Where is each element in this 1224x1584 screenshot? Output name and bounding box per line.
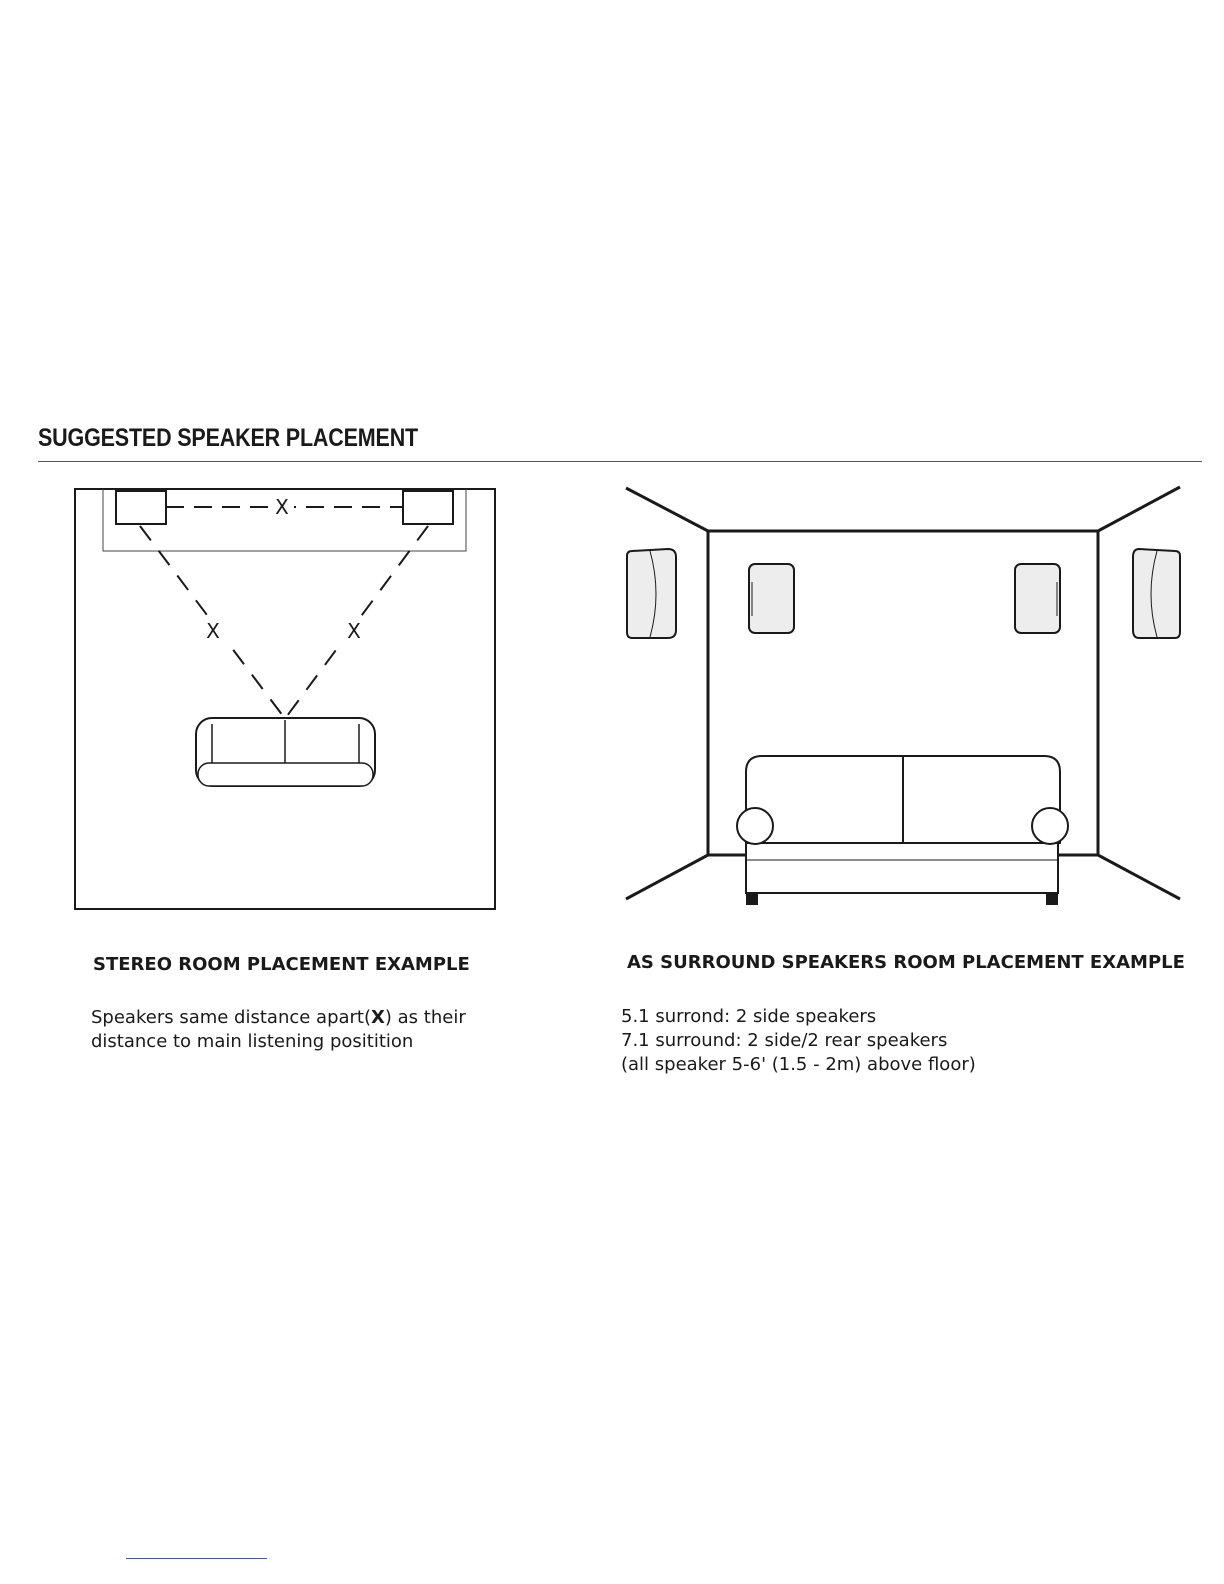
- room-outline: [75, 489, 495, 909]
- surround-line-2: 7.1 surround: 2 side/2 rear speakers: [621, 1029, 976, 1053]
- surround-line-1: 5.1 surrond: 2 side speakers: [621, 1005, 976, 1029]
- distance-marker-top: X: [275, 495, 289, 519]
- side-speaker-right: [1133, 549, 1180, 638]
- surround-line-3: (all speaker 5-6' (1.5 - 2m) above floor…: [621, 1053, 976, 1077]
- sofa-front-view: [737, 756, 1068, 905]
- stereo-description: Speakers same distance apart(X) as their…: [91, 1006, 466, 1054]
- footer-rule: [126, 1558, 267, 1559]
- side-speaker-left: [627, 549, 676, 638]
- sofa: [196, 718, 375, 786]
- stereo-description-line-1: Speakers same distance apart(X) as their: [91, 1006, 466, 1030]
- distance-marker-left: X: [206, 619, 220, 643]
- surround-description: 5.1 surrond: 2 side speakers 7.1 surroun…: [621, 1005, 976, 1077]
- surround-room-diagram: [600, 470, 1200, 920]
- stereo-caption: STEREO ROOM PLACEMENT EXAMPLE: [93, 954, 470, 975]
- stereo-room-diagram: X X X: [0, 0, 620, 930]
- front-speaker-right: [1015, 564, 1060, 633]
- surround-caption: AS SURROUND SPEAKERS ROOM PLACEMENT EXAM…: [627, 952, 1185, 973]
- right-speaker: [403, 491, 453, 524]
- distance-marker-right: X: [347, 619, 361, 643]
- stereo-description-line-2: distance to main listening positition: [91, 1030, 466, 1054]
- left-speaker: [116, 491, 166, 524]
- front-speaker-left: [749, 564, 794, 633]
